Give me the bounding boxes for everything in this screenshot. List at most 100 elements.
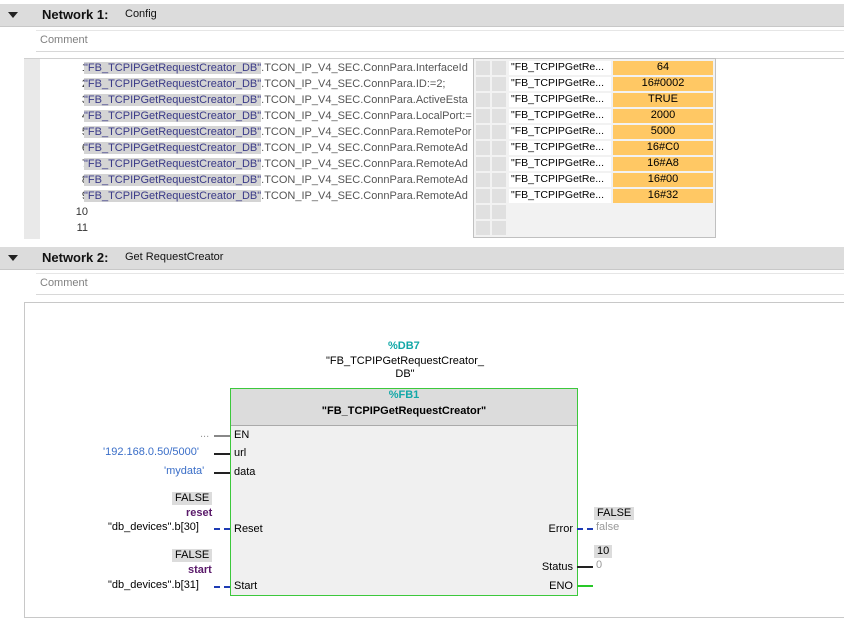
code-line[interactable]: 10 [24, 205, 474, 221]
monitor-row: "FB_TCPIPGetRe...16#0002 [474, 76, 715, 92]
monitor-cell [476, 205, 490, 219]
fb-name: "FB_TCPIPGetRequestCreator" [321, 405, 487, 417]
line-number: 1 [40, 62, 88, 74]
url-operand[interactable]: '192.168.0.50/5000' [103, 446, 199, 458]
reset-wire [214, 528, 230, 530]
member-path: .TCON_IP_V4_SEC.ConnPara.RemoteAd [261, 190, 468, 202]
code-text[interactable]: "FB_TCPIPGetRequestCreator_DB".TCON_IP_V… [84, 110, 472, 122]
code-gutter [24, 59, 40, 239]
code-line[interactable]: 3"FB_TCPIPGetRequestCreator_DB".TCON_IP_… [24, 93, 474, 109]
monitor-table: "FB_TCPIPGetRe...64"FB_TCPIPGetRe...16#0… [473, 58, 716, 238]
start-operand[interactable]: "db_devices".b[31] [108, 579, 199, 591]
monitor-value: 16#A8 [613, 157, 713, 171]
monitor-cell [476, 125, 490, 139]
code-line[interactable]: 6"FB_TCPIPGetRequestCreator_DB".TCON_IP_… [24, 141, 474, 157]
monitor-cell [476, 77, 490, 91]
db-reference: "FB_TCPIPGetRequestCreator_DB" [84, 190, 262, 202]
code-text[interactable]: "FB_TCPIPGetRequestCreator_DB".TCON_IP_V… [84, 62, 472, 74]
monitor-value: 5000 [613, 125, 713, 139]
pin-start[interactable]: Start [234, 580, 258, 592]
network-2-subtitle[interactable]: Get RequestCreator [125, 251, 224, 263]
code-line[interactable]: 1"FB_TCPIPGetRequestCreator_DB".TCON_IP_… [24, 61, 474, 77]
status-wire [577, 566, 593, 568]
code-line[interactable]: 11 [24, 221, 474, 237]
monitor-cell [476, 221, 490, 235]
network-1-comment[interactable]: Comment [36, 30, 844, 52]
monitor-row: "FB_TCPIPGetRe...16#C0 [474, 140, 715, 156]
network-2-title: Network 2: [42, 250, 109, 265]
monitor-row: "FB_TCPIPGetRe...TRUE [474, 92, 715, 108]
en-operand[interactable]: ... [200, 428, 210, 440]
monitor-cell [492, 205, 506, 219]
error-wire [577, 528, 593, 530]
member-path: .TCON_IP_V4_SEC.ConnPara.ActiveEsta [261, 94, 468, 106]
db-reference: "FB_TCPIPGetRequestCreator_DB" [84, 126, 262, 138]
monitor-tag-name [509, 221, 611, 235]
member-path: .TCON_IP_V4_SEC.ConnPara.RemotePor [261, 126, 472, 138]
code-text[interactable]: "FB_TCPIPGetRequestCreator_DB".TCON_IP_V… [84, 142, 472, 154]
monitor-cell [492, 157, 506, 171]
function-block[interactable]: %FB1 "FB_TCPIPGetRequestCreator" EN url … [230, 388, 578, 596]
member-path: .TCON_IP_V4_SEC.ConnPara.ID:=2; [261, 78, 446, 90]
monitor-cell [476, 189, 490, 203]
line-number: 4 [40, 110, 88, 122]
data-operand[interactable]: 'mydata' [164, 465, 205, 477]
db-name-line1[interactable]: "FB_TCPIPGetRequestCreator_ [326, 355, 484, 367]
reset-operand[interactable]: "db_devices".b[30] [108, 521, 199, 533]
code-line[interactable]: 2"FB_TCPIPGetRequestCreator_DB".TCON_IP_… [24, 77, 474, 93]
db-name-line2[interactable]: DB" [395, 368, 415, 380]
code-line[interactable]: 7"FB_TCPIPGetRequestCreator_DB".TCON_IP_… [24, 157, 474, 173]
pin-url[interactable]: url [234, 447, 247, 459]
line-number: 9 [40, 190, 88, 202]
pin-en[interactable]: EN [234, 429, 250, 441]
pin-data[interactable]: data [234, 466, 256, 478]
code-text[interactable]: "FB_TCPIPGetRequestCreator_DB".TCON_IP_V… [84, 174, 472, 186]
code-text[interactable]: "FB_TCPIPGetRequestCreator_DB".TCON_IP_V… [84, 126, 472, 138]
monitor-row [474, 204, 715, 220]
pin-reset[interactable]: Reset [234, 523, 263, 535]
monitor-cell [492, 189, 506, 203]
pin-error[interactable]: Error [548, 523, 573, 535]
monitor-cell [476, 61, 490, 75]
code-line[interactable]: 4"FB_TCPIPGetRequestCreator_DB".TCON_IP_… [24, 109, 474, 125]
monitor-cell [492, 221, 506, 235]
monitor-tag-name: "FB_TCPIPGetRe... [509, 109, 611, 123]
monitor-cell [492, 173, 506, 187]
comment-placeholder: Comment [40, 34, 88, 46]
monitor-cell [492, 77, 506, 91]
monitor-cell [492, 125, 506, 139]
code-text[interactable]: "FB_TCPIPGetRequestCreator_DB".TCON_IP_V… [84, 78, 472, 90]
collapse-arrow-icon[interactable] [8, 12, 18, 18]
db-reference: "FB_TCPIPGetRequestCreator_DB" [84, 158, 262, 170]
code-text[interactable]: "FB_TCPIPGetRequestCreator_DB".TCON_IP_V… [84, 190, 472, 202]
monitor-row: "FB_TCPIPGetRe...16#32 [474, 188, 715, 204]
line-number: 10 [75, 206, 88, 218]
db-reference: "FB_TCPIPGetRequestCreator_DB" [84, 110, 262, 122]
code-line[interactable]: 5"FB_TCPIPGetRequestCreator_DB".TCON_IP_… [24, 125, 474, 141]
network-1-header[interactable]: Network 1: Config [0, 4, 844, 27]
network-2-comment[interactable]: Comment [36, 273, 844, 295]
monitor-cell [492, 141, 506, 155]
code-line[interactable]: 8"FB_TCPIPGetRequestCreator_DB".TCON_IP_… [24, 173, 474, 189]
pin-eno[interactable]: ENO [549, 580, 573, 592]
code-line[interactable]: 9"FB_TCPIPGetRequestCreator_DB".TCON_IP_… [24, 189, 474, 205]
db-reference: "FB_TCPIPGetRequestCreator_DB" [84, 78, 262, 90]
code-text[interactable]: "FB_TCPIPGetRequestCreator_DB".TCON_IP_V… [84, 158, 472, 170]
code-text[interactable]: "FB_TCPIPGetRequestCreator_DB".TCON_IP_V… [84, 94, 472, 106]
member-path: .TCON_IP_V4_SEC.ConnPara.RemoteAd [261, 158, 468, 170]
network-2-header[interactable]: Network 2: Get RequestCreator [0, 247, 844, 270]
monitor-tag-name: "FB_TCPIPGetRe... [509, 157, 611, 171]
error-operand[interactable]: false [596, 521, 620, 533]
collapse-arrow-icon[interactable] [8, 255, 18, 261]
function-block-header: %FB1 "FB_TCPIPGetRequestCreator" [231, 389, 577, 426]
monitor-value [613, 205, 713, 219]
monitor-tag-name: "FB_TCPIPGetRe... [509, 93, 611, 107]
scl-code-editor[interactable]: 1"FB_TCPIPGetRequestCreator_DB".TCON_IP_… [24, 58, 844, 239]
monitor-tag-name [509, 205, 611, 219]
pin-status[interactable]: Status [541, 561, 573, 573]
db-reference: "FB_TCPIPGetRequestCreator_DB" [84, 62, 262, 74]
status-operand[interactable]: 0 [596, 559, 603, 571]
network-1-subtitle[interactable]: Config [125, 8, 157, 20]
monitor-row: "FB_TCPIPGetRe...16#A8 [474, 156, 715, 172]
db-reference: "FB_TCPIPGetRequestCreator_DB" [84, 174, 262, 186]
